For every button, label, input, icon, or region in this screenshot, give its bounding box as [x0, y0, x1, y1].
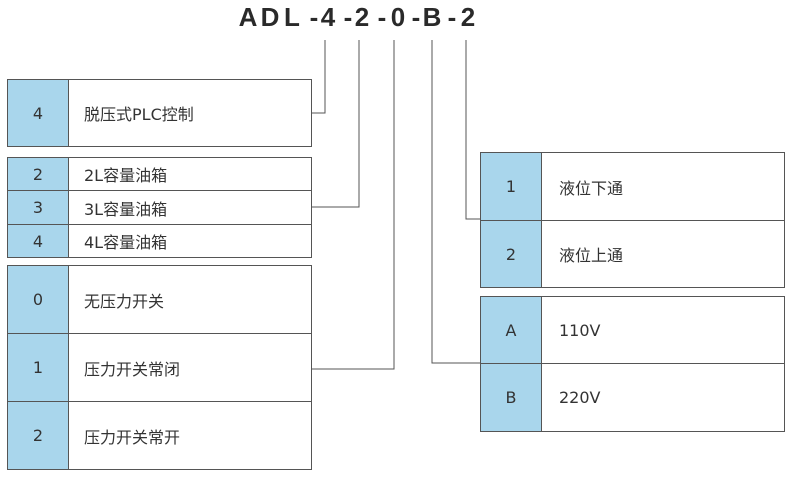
option-desc: 无压力开关 — [84, 291, 165, 311]
leader-line-pressure-switch — [312, 40, 395, 370]
leader-line-tank — [312, 40, 360, 208]
option-desc: 压力开关常闭 — [84, 359, 181, 379]
model-dash: - — [411, 2, 421, 32]
leader-line-plc — [312, 40, 326, 114]
option-desc: 3L容量油箱 — [84, 199, 168, 219]
option-row-plc: 4 脱压式PLC控制 — [7, 79, 312, 147]
model-dash: - — [343, 2, 353, 32]
option-code: 2 — [8, 402, 69, 469]
leader-line-level — [465, 40, 482, 220]
option-row-level: 2 液位上通 — [480, 220, 785, 288]
option-desc: 4L容量油箱 — [84, 233, 168, 252]
model-char: 4 — [320, 2, 336, 32]
option-code: 2 — [8, 158, 69, 190]
model-char: D — [260, 2, 280, 32]
option-row-tank: 2 2L容量油箱 — [7, 157, 312, 191]
option-desc: 液位上通 — [559, 246, 624, 265]
option-row-tank: 3 3L容量油箱 — [7, 190, 312, 225]
option-desc: 110V — [559, 320, 601, 340]
option-row-tank: 4 4L容量油箱 — [7, 224, 312, 258]
model-char: 2 — [354, 2, 370, 32]
option-desc: 220V — [559, 388, 601, 407]
option-row-voltage: A 110V — [480, 296, 785, 364]
model-char: B — [422, 2, 442, 32]
option-code: 1 — [8, 334, 69, 401]
model-dash: - — [377, 2, 387, 32]
option-code: 0 — [8, 266, 69, 333]
option-code: 2 — [481, 221, 542, 287]
option-row-pressure-switch: 2 压力开关常开 — [7, 401, 312, 470]
option-desc: 液位下通 — [559, 178, 624, 198]
option-code: A — [481, 297, 542, 363]
model-dash: - — [309, 2, 319, 32]
option-row-voltage: B 220V — [480, 363, 785, 432]
model-dash: - — [447, 2, 457, 32]
option-row-pressure-switch: 0 无压力开关 — [7, 265, 312, 334]
option-code: B — [481, 364, 542, 431]
option-code: 4 — [8, 80, 69, 146]
option-desc: 脱压式PLC控制 — [84, 105, 194, 124]
option-desc: 2L容量油箱 — [84, 166, 168, 185]
model-char: 0 — [390, 2, 406, 32]
option-row-level: 1 液位下通 — [480, 152, 785, 221]
option-code: 4 — [8, 225, 69, 257]
leader-line-voltage — [431, 40, 482, 364]
model-char: L — [284, 2, 300, 32]
model-char: A — [238, 2, 258, 32]
option-desc: 压力开关常开 — [84, 427, 181, 447]
model-char: 2 — [460, 2, 476, 32]
option-code: 1 — [481, 153, 542, 220]
option-row-pressure-switch: 1 压力开关常闭 — [7, 333, 312, 402]
option-code: 3 — [8, 191, 69, 224]
